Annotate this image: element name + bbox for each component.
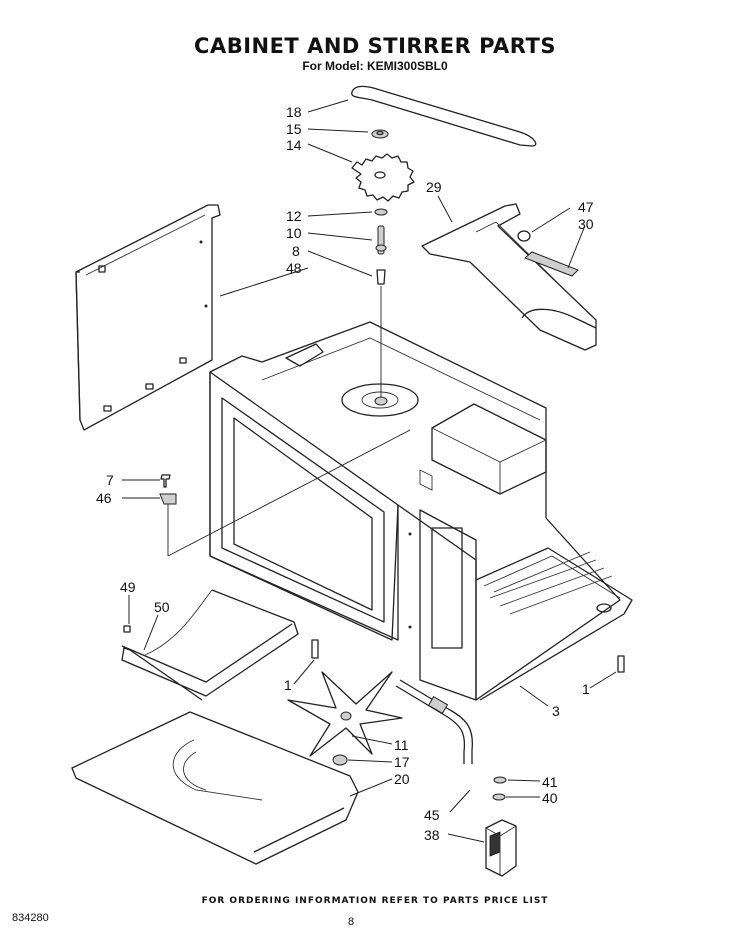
callout-12: 12	[286, 208, 302, 224]
part-screw-7	[160, 474, 171, 488]
part-washer-15	[371, 129, 389, 139]
callout-11: 11	[394, 737, 409, 753]
part-stirrer-motor-38	[485, 819, 517, 877]
part-stirrer-pulley	[351, 153, 415, 202]
callout-45: 45	[424, 807, 440, 823]
ordering-note: FOR ORDERING INFORMATION REFER TO PARTS …	[201, 896, 549, 906]
part-shaft-stack	[374, 208, 388, 400]
callout-50: 50	[154, 599, 170, 615]
callout-30: 30	[578, 216, 594, 232]
callout-10: 10	[286, 225, 302, 241]
callout-38: 38	[424, 827, 440, 843]
part-motor-shaft	[395, 679, 474, 764]
page-number: 8	[348, 916, 355, 928]
document-number: 834280	[12, 912, 49, 924]
callout-1-right: 1	[582, 681, 590, 697]
callout-29: 29	[426, 179, 442, 195]
callout-15: 15	[286, 121, 302, 137]
part-side-panel	[75, 204, 221, 431]
part-screw-1-left	[311, 639, 319, 659]
part-screw-1-right	[617, 655, 625, 673]
callout-48: 48	[286, 260, 302, 276]
part-washer-40	[492, 793, 506, 801]
leader-lines	[122, 99, 617, 843]
part-fan-blade	[287, 671, 403, 757]
callout-3: 3	[552, 703, 560, 719]
callout-40: 40	[542, 790, 558, 806]
callout-8: 8	[292, 243, 300, 259]
part-clip-46	[159, 493, 177, 505]
model-subtitle: For Model: KEMI300SBL0	[302, 59, 448, 73]
callout-18: 18	[286, 104, 302, 120]
part-top-bracket	[421, 203, 597, 351]
part-washer-41	[493, 776, 507, 784]
callout-47: 47	[578, 199, 594, 215]
part-base-plate	[475, 547, 633, 701]
dash-line	[167, 429, 411, 557]
part-nut-17	[332, 754, 348, 766]
part-bottom-bracket-50	[121, 589, 299, 701]
callout-14: 14	[286, 137, 302, 153]
callout-20: 20	[394, 771, 410, 787]
callout-46: 46	[96, 490, 112, 506]
callout-1-left: 1	[284, 677, 292, 693]
callout-49: 49	[120, 579, 136, 595]
part-drive-belt	[351, 85, 537, 147]
callout-17: 17	[394, 754, 410, 770]
callout-7: 7	[106, 472, 114, 488]
part-cabinet-body	[209, 321, 621, 701]
part-bottom-cover	[71, 711, 359, 865]
page-title: CABINET AND STIRRER PARTS	[194, 34, 556, 58]
callout-41: 41	[542, 774, 558, 790]
